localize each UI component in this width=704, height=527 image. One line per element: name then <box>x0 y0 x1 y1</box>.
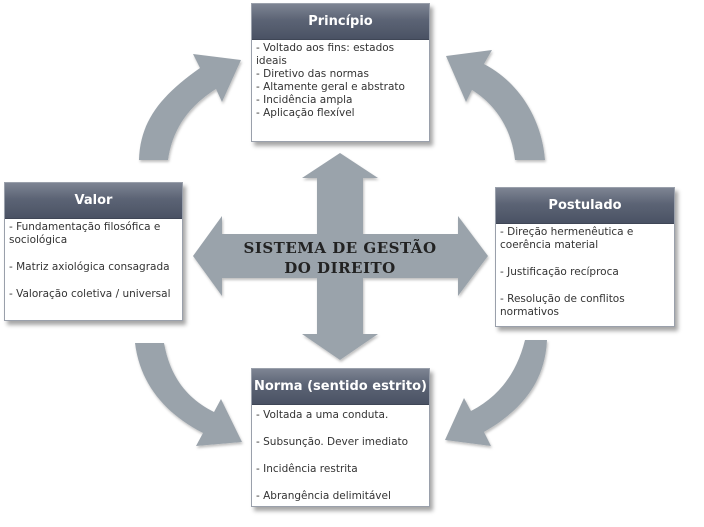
center-title-line-1: SISTEMA DE GESTÃO <box>243 239 437 257</box>
list-item: - Justificação recíproca <box>500 266 619 278</box>
center-title-line-2: DO DIREITO <box>284 259 396 277</box>
center-title: SISTEMA DE GESTÃO DO DIREITO <box>230 238 450 278</box>
list-item: - Matriz axiológica consagrada <box>9 261 170 273</box>
list-item: - Incidência restrita <box>256 463 358 475</box>
box-principio: Princípio - Voltado aos fins: estados id… <box>251 3 430 142</box>
list-item: - Subsunção. Dever imediato <box>256 436 409 448</box>
four-way-arrow <box>193 153 488 360</box>
box-norma-title: Norma (sentido estrito) <box>252 369 429 405</box>
box-norma-list: - Voltada a uma conduta. - Subsunção. De… <box>252 405 429 519</box>
list-item: - Valoração coletiva / universal <box>9 288 171 300</box>
list-item: - Altamente geral e abstrato <box>256 81 405 93</box>
box-postulado-list: - Direção hermenêutica e coerência mater… <box>496 224 674 335</box>
box-postulado-title: Postulado <box>496 188 674 224</box>
list-item: - Diretivo das normas <box>256 68 369 80</box>
list-item: - Incidência ampla <box>256 94 353 106</box>
curved-arrow-top-right <box>446 50 545 160</box>
list-item: - Voltado aos fins: estados ideais <box>256 42 395 67</box>
box-valor: Valor - Fundamentação filosófica e socio… <box>4 182 183 321</box>
box-principio-title: Princípio <box>252 4 429 40</box>
box-norma: Norma (sentido estrito) - Voltada a uma … <box>251 368 430 507</box>
list-item: - Abrangência delimitável <box>256 490 391 502</box>
box-principio-list: - Voltado aos fins: estados ideais - Dir… <box>252 40 429 122</box>
box-postulado: Postulado - Direção hermenêutica e coerê… <box>495 187 675 327</box>
list-item: - Direção hermenêutica e coerência mater… <box>500 226 634 251</box>
list-item: - Aplicação flexível <box>256 107 355 119</box>
list-item: - Voltada a uma conduta. <box>256 409 389 421</box>
list-item: - Resolução de conflitos normativos <box>500 293 625 318</box>
box-valor-list: - Fundamentação filosófica e sociológica… <box>5 219 182 317</box>
curved-arrow-top-left <box>139 54 241 160</box>
curved-arrow-bottom-left <box>135 343 242 446</box>
curved-arrow-bottom-right <box>445 340 547 446</box>
box-valor-title: Valor <box>5 183 182 219</box>
list-item: - Fundamentação filosófica e sociológica <box>9 221 161 246</box>
